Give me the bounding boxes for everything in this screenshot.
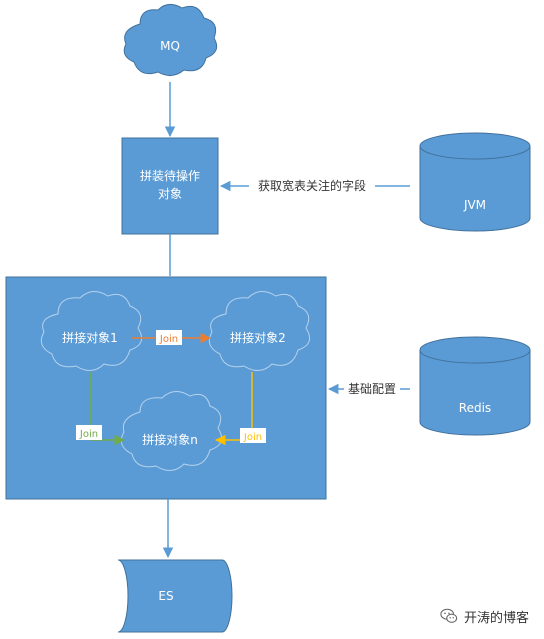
database-icon <box>419 132 531 232</box>
objn-label: 拼接对象n <box>142 432 198 447</box>
watermark-text: 开涛的博客 <box>464 610 530 626</box>
redis-label: Redis <box>459 401 491 415</box>
objn-node: 拼接对象n <box>120 391 223 471</box>
cloud-icon <box>208 291 311 371</box>
edge-label-bg <box>249 177 375 195</box>
obj2-label: 拼接对象2 <box>230 330 286 345</box>
mq-label: MQ <box>160 39 180 53</box>
edge-label-bg <box>344 380 400 398</box>
assemble-node: 拼装待操作 对象 <box>121 137 219 235</box>
es-label: ES <box>158 589 173 603</box>
jvm-label: JVM <box>463 198 486 212</box>
assemble-box <box>121 137 219 235</box>
es-node: ES <box>117 559 233 633</box>
edge-label-redis: 基础配置 <box>348 382 396 396</box>
join-label-box <box>76 425 102 440</box>
join-label-box <box>240 428 266 443</box>
storage-cylinder-icon <box>117 559 233 633</box>
wechat-icon <box>440 608 458 623</box>
database-icon <box>419 336 531 436</box>
edge-label-jvm: 获取宽表关注的字段 <box>258 178 366 193</box>
join-label-1-n: Join <box>79 429 98 440</box>
assemble-label-line1: 拼装待操作 <box>140 168 200 183</box>
cloud-icon <box>120 391 223 471</box>
assemble-label-line2: 对象 <box>158 187 182 201</box>
obj2-node: 拼接对象2 <box>208 291 311 371</box>
jvm-node: JVM <box>419 132 531 232</box>
obj1-label: 拼接对象1 <box>62 330 118 345</box>
join-label-box <box>156 330 182 345</box>
cloud-icon <box>40 291 143 371</box>
watermark: 开涛的博客 <box>440 604 529 628</box>
redis-node: Redis <box>419 336 531 436</box>
cloud-icon <box>123 4 218 76</box>
join-label-1-2: Join <box>159 334 178 345</box>
join-label-2-n: Join <box>243 432 262 443</box>
mq-node: MQ <box>123 4 218 76</box>
obj1-node: 拼接对象1 <box>40 291 143 371</box>
